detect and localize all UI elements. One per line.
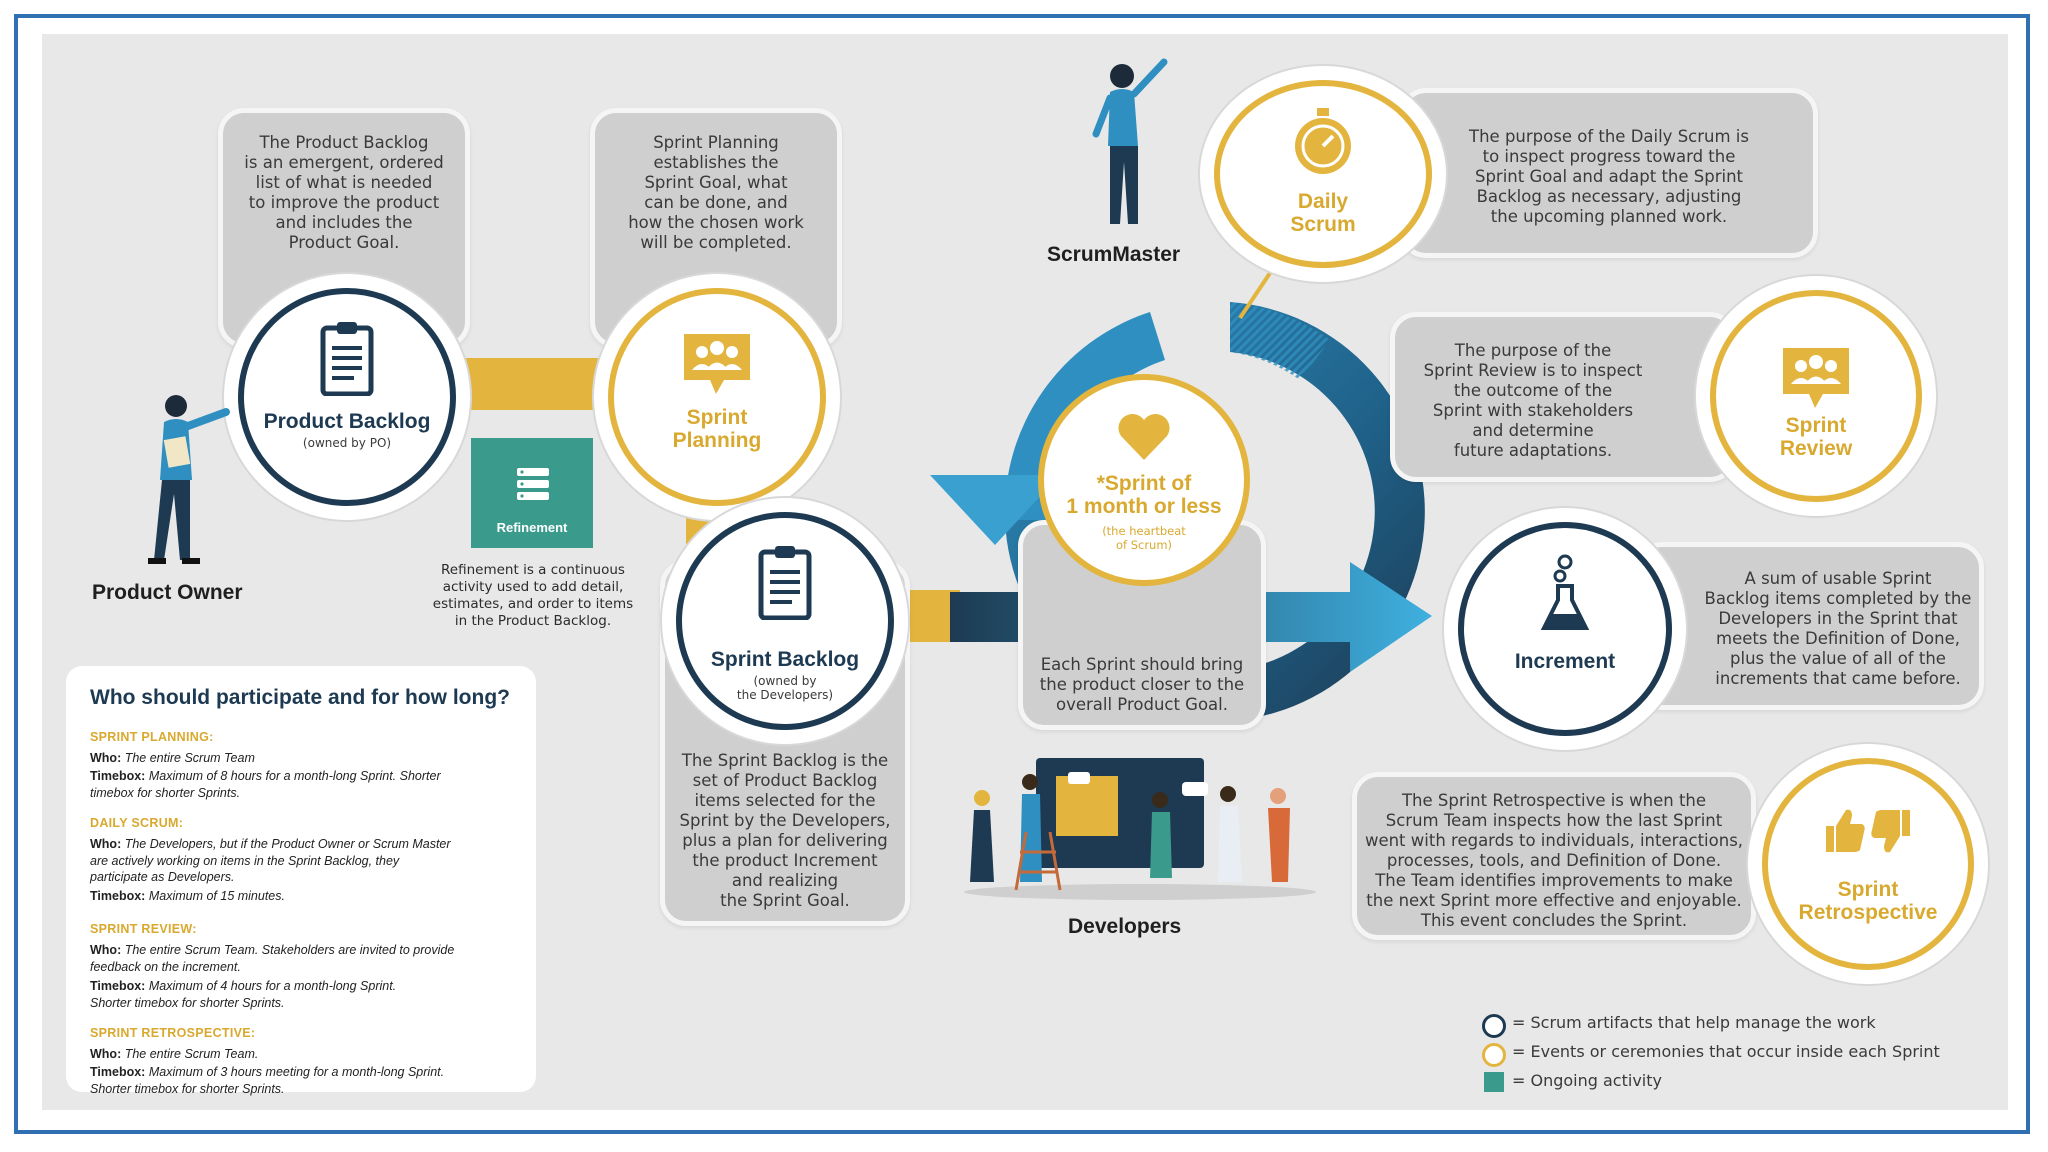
daily-scrum-description-box: The purpose of the Daily Scrum is to ins…: [1400, 88, 1818, 258]
sprint-backlog-description: The Sprint Backlog is the set of Product…: [679, 751, 891, 910]
sprint-goal-description-box: Each Sprint should bring the product clo…: [1018, 520, 1266, 730]
legend-events-swatch: [1482, 1043, 1506, 1067]
legend-events: = Events or ceremonies that occur inside…: [1512, 1042, 1940, 1061]
sprint-retrospective-description: The Sprint Retrospective is when the Scr…: [1364, 791, 1744, 930]
connector-pb-sp: [460, 358, 600, 410]
product-owner-figure: [148, 395, 230, 564]
sprint-cycle-arrowhead: [930, 475, 1060, 545]
daily-scrum-circle: Daily Scrum: [1214, 80, 1432, 268]
daily-scrum-timebox: Timebox: Maximum of 15 minutes.: [90, 889, 285, 903]
clipboard-icon: [758, 546, 812, 620]
sprint-planning-description: Sprint Planning establishes the Sprint G…: [628, 133, 804, 252]
sprint-review-who: Who: The entire Scrum Team. Stakeholders…: [90, 943, 455, 974]
sprint-hatch: [1230, 302, 1330, 380]
daily-scrum-title: Daily Scrum: [1290, 190, 1356, 236]
sprint-center-circle: *Sprint of 1 month or less (the heartbea…: [1038, 374, 1250, 586]
server-list-icon: [517, 468, 549, 500]
thumbs-up-down-icon: [1826, 809, 1910, 853]
sprint-planning-timebox: Timebox: Maximum of 8 hours for a month-…: [90, 769, 441, 800]
increment-title: Increment: [1514, 650, 1616, 673]
sprint-center-title: *Sprint of 1 month or less: [1066, 472, 1222, 518]
participation-panel: Who should participate and for how long?…: [66, 666, 536, 1096]
sprint-planning-who: Who: The entire Scrum Team: [90, 751, 255, 765]
outer-frame: [14, 14, 2030, 1134]
refinement-description: Refinement is a continuous activity used…: [432, 562, 634, 629]
product-owner-label: Product Owner: [92, 581, 243, 604]
sprint-retrospective-description-box: The Sprint Retrospective is when the Scr…: [1352, 772, 1756, 940]
sprint-review-description-box: The purpose of the Sprint Review is to i…: [1390, 312, 1736, 482]
sprint-backlog-owner: (owned by the Developers): [736, 674, 834, 702]
legend-artifacts-swatch: [1482, 1014, 1506, 1038]
sprint-planning-description-box: Sprint Planning establishes the Sprint G…: [590, 108, 842, 348]
refinement-box: Refinement: [471, 438, 593, 548]
sprint-retrospective-title: Sprint Retrospective: [1798, 878, 1938, 924]
daily-scrum-description: The purpose of the Daily Scrum is to ins…: [1469, 127, 1749, 226]
refinement-label: Refinement: [496, 520, 568, 535]
section-heading: DAILY SCRUM:: [90, 816, 184, 830]
developers-illustration: [964, 758, 1316, 900]
daily-scrum-who: Who: The Developers, but if the Product …: [90, 837, 451, 884]
sprint-retrospective-timebox: Timebox: Maximum of 3 hours meeting for …: [90, 1065, 445, 1096]
section-heading: SPRINT PLANNING:: [90, 730, 214, 744]
sprint-review-title: Sprint Review: [1779, 414, 1853, 460]
product-backlog-circle: Product Backlog (owned by PO): [238, 288, 456, 506]
section-heading: SPRINT RETROSPECTIVE:: [90, 1026, 256, 1040]
increment-description: A sum of usable Sprint Backlog items com…: [1704, 569, 1972, 688]
scrum-master-figure: [1092, 58, 1168, 224]
product-backlog-owner: (owned by PO): [302, 436, 392, 450]
legend-ongoing-swatch: [1484, 1072, 1504, 1092]
team-meeting-icon: [684, 334, 750, 394]
legend-ongoing: = Ongoing activity: [1512, 1071, 1662, 1090]
sprint-center-subtitle: (the heartbeat of Scrum): [1102, 524, 1186, 552]
sprint-retrospective-circle: Sprint Retrospective: [1762, 758, 1974, 970]
developers-label: Developers: [1068, 915, 1182, 938]
increment-circle: Increment: [1458, 522, 1672, 736]
participation-title: Who should participate and for how long?: [90, 686, 510, 709]
legend-artifacts: = Scrum artifacts that help manage the w…: [1512, 1013, 1876, 1032]
sprint-planning-title: Sprint Planning: [672, 406, 762, 452]
product-backlog-title: Product Backlog: [263, 410, 431, 433]
scrum-master-label: ScrumMaster: [1047, 243, 1181, 266]
clipboard-icon: [320, 322, 374, 396]
stopwatch-icon: [1295, 108, 1351, 174]
product-backlog-description-box: The Product Backlog is an emergent, orde…: [218, 108, 470, 348]
section-heading: SPRINT REVIEW:: [90, 922, 197, 936]
sprint-review-circle: Sprint Review: [1710, 290, 1922, 502]
sprint-goal-description: Each Sprint should bring the product clo…: [1039, 655, 1245, 714]
sprint-backlog-circle: Sprint Backlog (owned by the Developers): [676, 512, 894, 730]
flask-icon: [1540, 554, 1590, 630]
heart-icon: [1118, 413, 1170, 460]
sprint-review-timebox: Timebox: Maximum of 4 hours for a month-…: [90, 979, 397, 1010]
product-backlog-description: The Product Backlog is an emergent, orde…: [244, 133, 444, 252]
daily-pointer: [1238, 256, 1282, 320]
sprint-backlog-title: Sprint Backlog: [710, 648, 860, 671]
team-meeting-icon: [1783, 348, 1849, 408]
sprint-review-description: The purpose of the Sprint Review is to i…: [1423, 341, 1643, 460]
increment-description-box: A sum of usable Sprint Backlog items com…: [1636, 542, 1984, 710]
sprint-planning-circle: Sprint Planning: [608, 288, 826, 506]
sprint-retrospective-who: Who: The entire Scrum Team.: [90, 1047, 259, 1061]
